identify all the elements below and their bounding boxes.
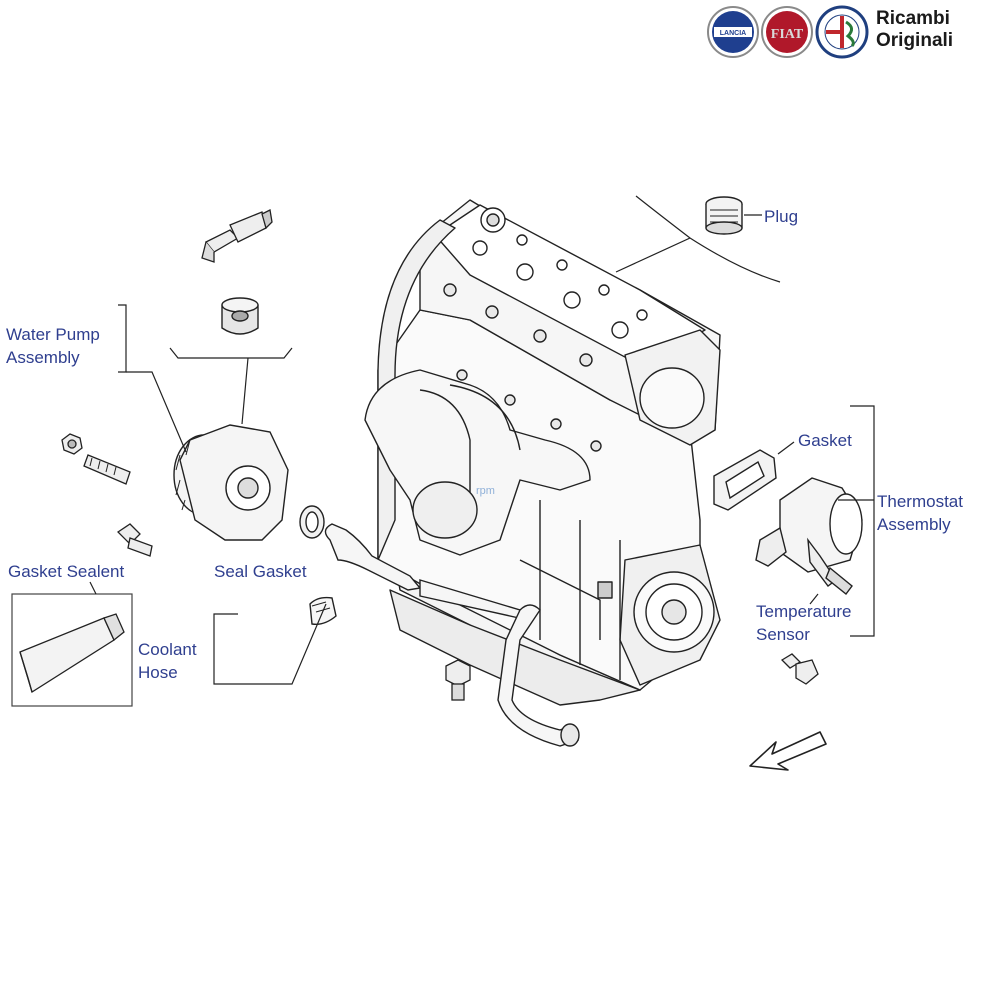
label-coolant-hose-line-1: Coolant bbox=[138, 640, 197, 659]
gasket-sealent-leader bbox=[89, 581, 97, 595]
watermark: rpm bbox=[476, 485, 495, 497]
thermostat-part bbox=[755, 477, 863, 595]
label-water-pump-line-2: Assembly bbox=[6, 348, 80, 367]
water-pump-part bbox=[173, 424, 289, 541]
label-plug: Plug bbox=[764, 207, 799, 226]
sender-switch-part bbox=[201, 209, 273, 263]
thermostat-gasket-part bbox=[713, 449, 777, 511]
water-pump-leader-lines bbox=[118, 304, 293, 453]
label-gasket-sealent: Gasket Sealent bbox=[8, 562, 125, 581]
seal-gasket-part bbox=[299, 505, 325, 539]
coolant-hose-leader bbox=[213, 603, 327, 685]
coolant-hose-part bbox=[309, 523, 580, 747]
brand-line-1: Ricambi bbox=[876, 8, 950, 29]
direction-arrow bbox=[749, 731, 827, 771]
sensor-bolt-part bbox=[780, 653, 819, 685]
label-gasket: Gasket bbox=[798, 431, 852, 450]
label-coolant-hose-line-2: Hose bbox=[138, 663, 178, 682]
label-thermostat-line-1: Thermostat bbox=[877, 492, 963, 511]
lancia-logo: LANCIA bbox=[707, 6, 759, 58]
plug-part bbox=[705, 196, 743, 235]
svg-text:LANCIA: LANCIA bbox=[720, 30, 746, 37]
thermostat-bracket bbox=[838, 405, 875, 637]
brand-line-2: Originali bbox=[876, 30, 954, 51]
gasket-sealent-box bbox=[11, 593, 133, 707]
label-seal-gasket: Seal Gasket bbox=[214, 562, 307, 581]
label-temperature-sensor-line-2: Sensor bbox=[756, 625, 810, 644]
alfa-romeo-logo bbox=[815, 5, 869, 59]
svg-text:FIAT: FIAT bbox=[771, 27, 804, 42]
engine-block bbox=[364, 199, 721, 706]
nut-stud-part bbox=[61, 433, 131, 485]
label-thermostat-line-2: Assembly bbox=[877, 515, 951, 534]
drain-bolt-part bbox=[445, 659, 471, 701]
temp-sensor-leader bbox=[809, 593, 819, 605]
gasket-leader bbox=[777, 441, 795, 455]
brand-text: Ricambi Originali bbox=[876, 8, 953, 52]
plug-leader-lines bbox=[615, 195, 781, 283]
pump-bolt-part bbox=[116, 523, 153, 557]
fiat-logo: FIAT bbox=[761, 6, 813, 58]
pump-ring-part bbox=[221, 297, 259, 335]
label-water-pump-line-1: Water Pump bbox=[6, 325, 100, 344]
label-temperature-sensor-line-1: Temperature bbox=[756, 602, 852, 621]
